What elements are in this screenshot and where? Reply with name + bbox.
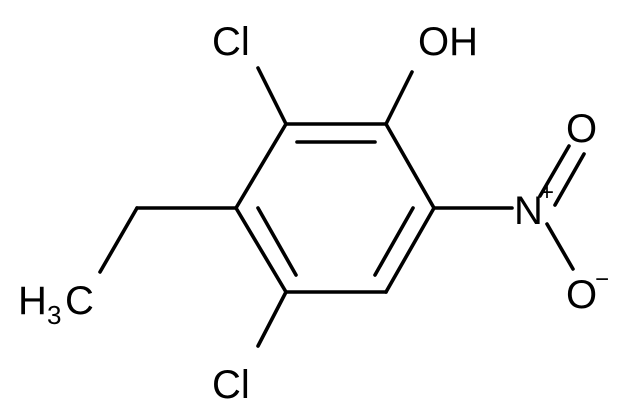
ring-bond-c5-c6	[234, 206, 288, 294]
bond-n-o-double-a	[538, 144, 571, 198]
bond-n-o-single	[545, 222, 575, 271]
bond-c2-oxygen	[384, 70, 414, 126]
hydroxyl-label: OH	[418, 20, 478, 64]
bond-c1-chlorine	[256, 66, 288, 126]
ring-bond-c3-c4-inner	[373, 206, 415, 277]
bond-ch2-ch3	[98, 206, 139, 274]
ring-bond-c5-c6-inner	[256, 206, 298, 277]
ring-bond-c3-c4	[384, 206, 436, 294]
nitro-nitrogen-label: N	[514, 189, 543, 233]
ring-bond-c2-c3	[384, 122, 436, 210]
benzene-ring	[234, 122, 436, 294]
ring-bond-c6-c1	[234, 122, 288, 210]
nitro-oxygen-single-label: O	[566, 273, 597, 317]
chlorine-top-label: Cl	[212, 20, 250, 64]
bond-c5-chlorine	[256, 290, 288, 348]
methyl-h-label: H	[18, 279, 47, 323]
nitro-nitrogen-charge: +	[540, 179, 554, 206]
methyl-subscript-label: 3	[47, 300, 61, 330]
methyl-c-label: C	[65, 279, 94, 323]
chlorine-bottom-label: Cl	[212, 363, 250, 407]
nitro-oxygen-double-label: O	[566, 107, 597, 151]
nitro-oxygen-charge: −	[595, 266, 609, 293]
bond-n-o-double-b	[553, 152, 586, 207]
